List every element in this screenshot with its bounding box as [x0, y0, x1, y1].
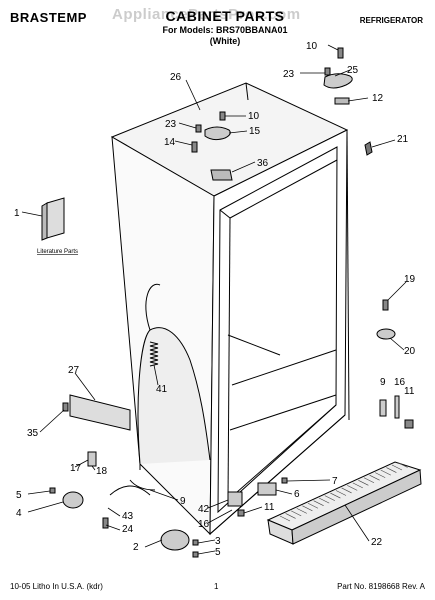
- callout-24: 24: [122, 524, 134, 535]
- callout-35: 35: [27, 428, 39, 439]
- leader-lines: [21, 44, 407, 555]
- callout-43: 43: [122, 511, 134, 522]
- callout-5: 5: [16, 490, 22, 501]
- footer-printing: 10-05 Litho In U.S.A. (kdr): [10, 582, 103, 591]
- callout-21: 21: [397, 134, 409, 145]
- callout-27: 27: [68, 365, 80, 376]
- model-info: For Models: BRS70BBANA01 (White): [150, 25, 300, 47]
- callout-17: 17: [70, 463, 82, 474]
- callout-3: 3: [215, 536, 221, 547]
- callout-23: 23: [165, 119, 177, 130]
- footer-part-number: Part No. 8198668 Rev. A: [337, 582, 425, 591]
- brand-logo: BRASTEMP: [10, 10, 87, 25]
- literature-label: Literature Parts: [37, 249, 78, 255]
- model-line: For Models: BRS70BBANA01: [162, 25, 288, 35]
- callout-11: 11: [404, 386, 415, 397]
- bracket-27-drawing: [62, 394, 131, 431]
- callout-20: 20: [404, 346, 416, 357]
- callout-9: 9: [380, 377, 386, 388]
- callout-1: 1: [14, 208, 20, 219]
- lower-left-assembly-drawing: [49, 479, 199, 558]
- callout-5: 5: [215, 547, 221, 558]
- callout-10: 10: [306, 41, 318, 52]
- callout-25: 25: [347, 65, 359, 76]
- watermark: AppliancePartsPros.com: [112, 6, 301, 23]
- callout-4: 4: [16, 508, 22, 519]
- literature-book: [41, 197, 65, 241]
- callout-15: 15: [249, 126, 261, 137]
- callout-19: 19: [404, 274, 416, 285]
- callout-2: 2: [133, 542, 139, 553]
- callout-16: 16: [198, 519, 210, 530]
- callout-7: 7: [332, 476, 338, 487]
- callout-36: 36: [257, 158, 269, 169]
- callout-26: 26: [170, 72, 182, 83]
- callout-6: 6: [294, 489, 300, 500]
- callout-10: 10: [248, 111, 260, 122]
- category-label: REFRIGERATOR: [359, 16, 423, 25]
- callout-42: 42: [198, 504, 210, 515]
- callout-18: 18: [96, 466, 108, 477]
- footer-page-number: 1: [214, 582, 219, 591]
- lower-right-hinge-drawing: [376, 299, 414, 429]
- callout-12: 12: [372, 93, 384, 104]
- upper-hinge-drawing: [323, 47, 373, 156]
- color-line: (White): [209, 36, 241, 46]
- callout-14: 14: [164, 137, 176, 148]
- callout-11: 11: [264, 502, 275, 513]
- callout-41: 41: [156, 384, 168, 395]
- part-17-18-drawing: [87, 451, 97, 467]
- callout-22: 22: [371, 537, 383, 548]
- grille-slats: [279, 462, 408, 522]
- callout-23: 23: [283, 69, 295, 80]
- part-41-drawing: [149, 341, 159, 367]
- middle-hinge-drawing: [191, 111, 233, 181]
- callout-16: 16: [394, 377, 406, 388]
- page-title: CABINET PARTS: [165, 8, 285, 24]
- grille-drawing: [266, 461, 422, 545]
- callout-9: 9: [180, 496, 186, 507]
